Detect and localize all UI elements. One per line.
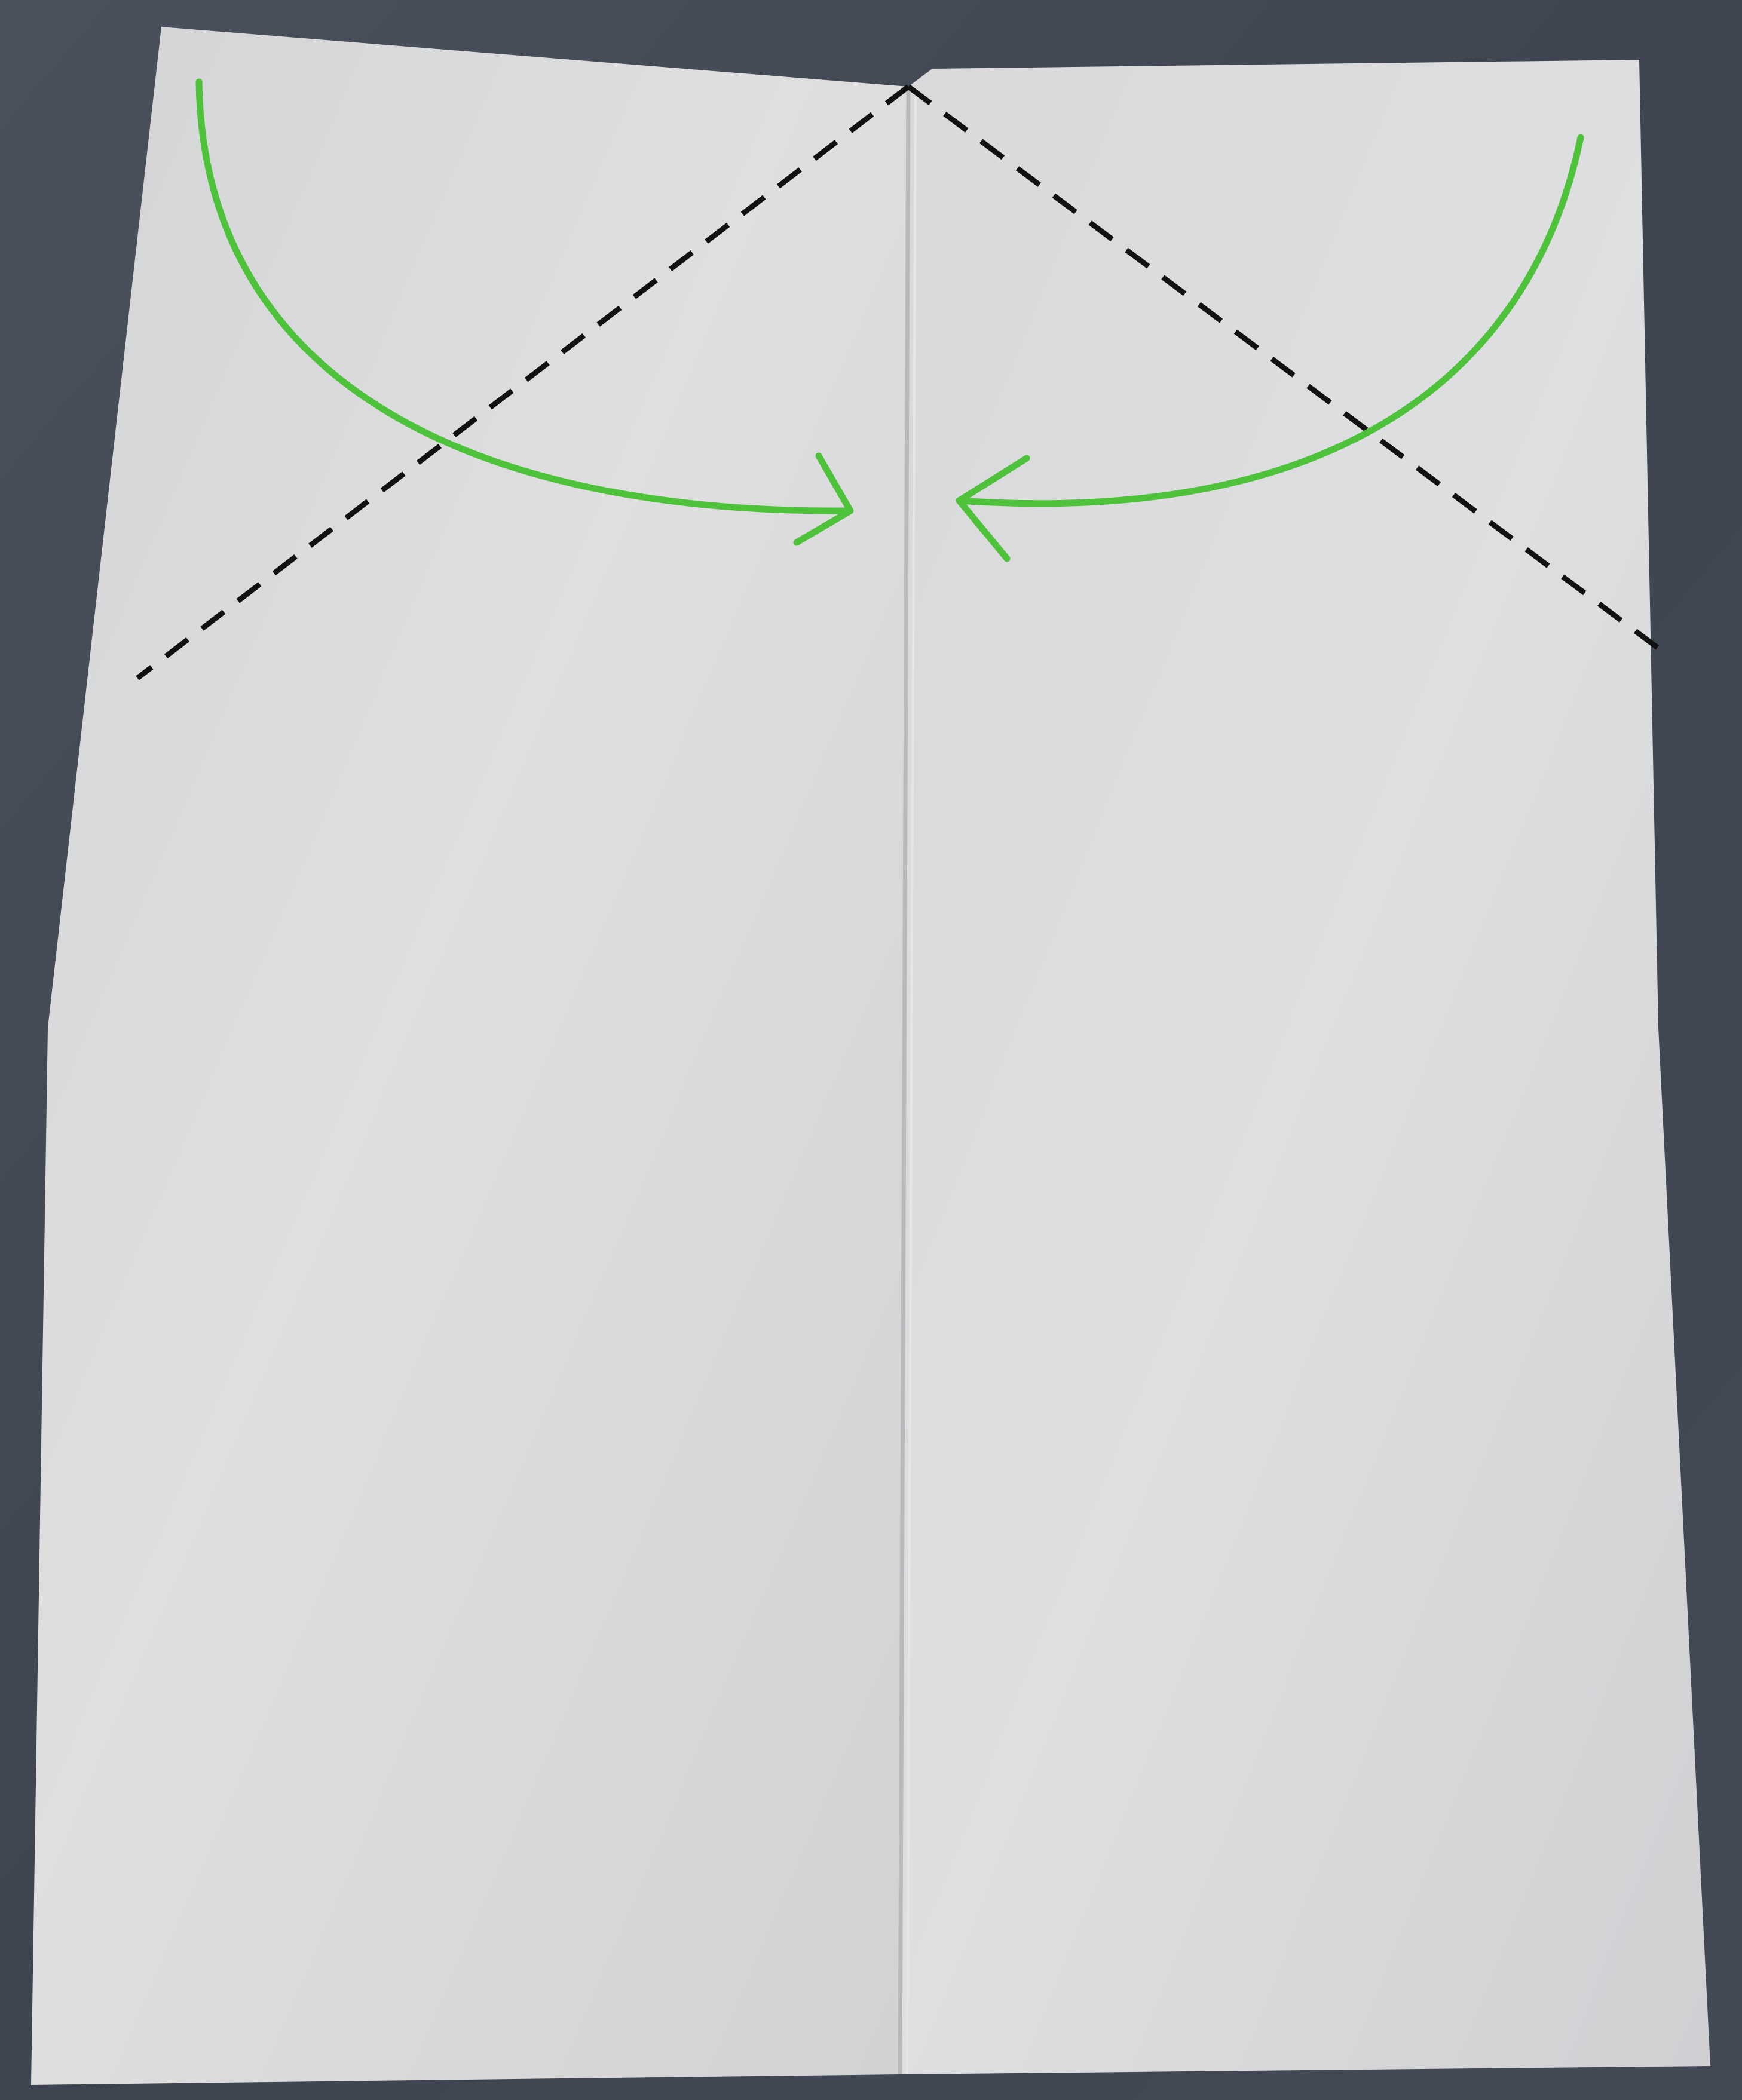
center-crease-highlight	[906, 89, 917, 2075]
fold-line-right	[907, 84, 1672, 660]
arrow-left-curve-icon	[195, 78, 852, 514]
paper-right-half	[900, 60, 1710, 2074]
arrow-left-head-icon	[793, 452, 854, 546]
center-crease	[898, 86, 911, 2075]
fold-lines	[136, 84, 1672, 680]
paper-left-half	[31, 27, 908, 2085]
arrow-right-head-icon	[956, 455, 1030, 562]
fold-line-left	[136, 84, 910, 680]
fold-arrows	[195, 78, 1584, 562]
arrow-right-curve-icon	[956, 134, 1584, 507]
